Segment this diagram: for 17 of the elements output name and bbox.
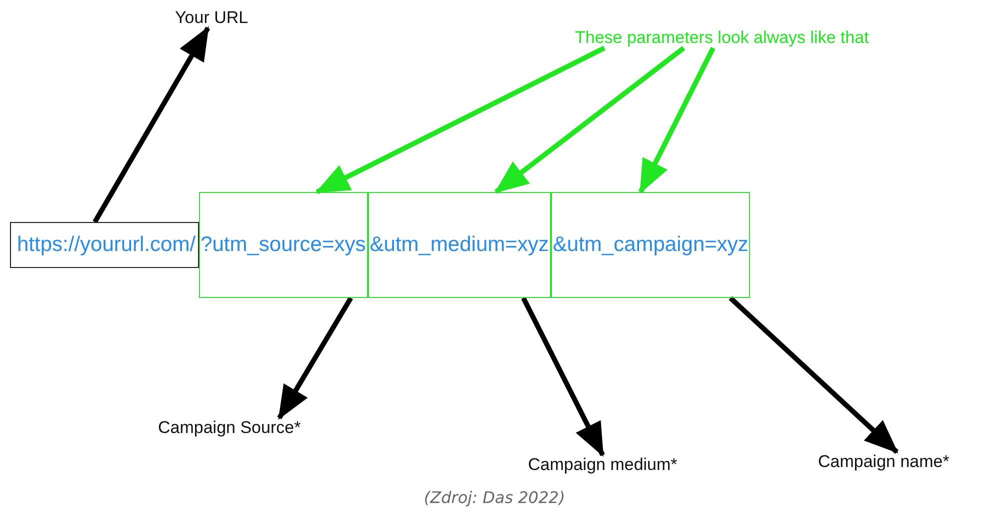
arrow [277, 296, 353, 420]
parameter-highlight: &utm_campaign=xyz [550, 192, 750, 298]
annotation-label: Campaign medium* [528, 455, 678, 475]
arrow [728, 296, 899, 454]
annotation-label: Campaign Source* [158, 418, 301, 438]
annotation-label: These parameters look always like that [575, 28, 869, 48]
parameter-highlight: ?utm_source=xys [198, 192, 368, 298]
arrow [315, 46, 606, 194]
arrow [521, 296, 605, 457]
arrow [92, 26, 210, 224]
arrow [494, 46, 686, 194]
annotation-label: Your URL [175, 8, 248, 28]
annotation-label: Campaign name* [818, 452, 950, 472]
parameter-highlight: &utm_medium=xyz [368, 192, 551, 298]
caption: (Zdroj: Das 2022) [424, 488, 566, 507]
url-segment: https://yoururl.com/ [10, 222, 199, 268]
arrow [638, 46, 716, 194]
